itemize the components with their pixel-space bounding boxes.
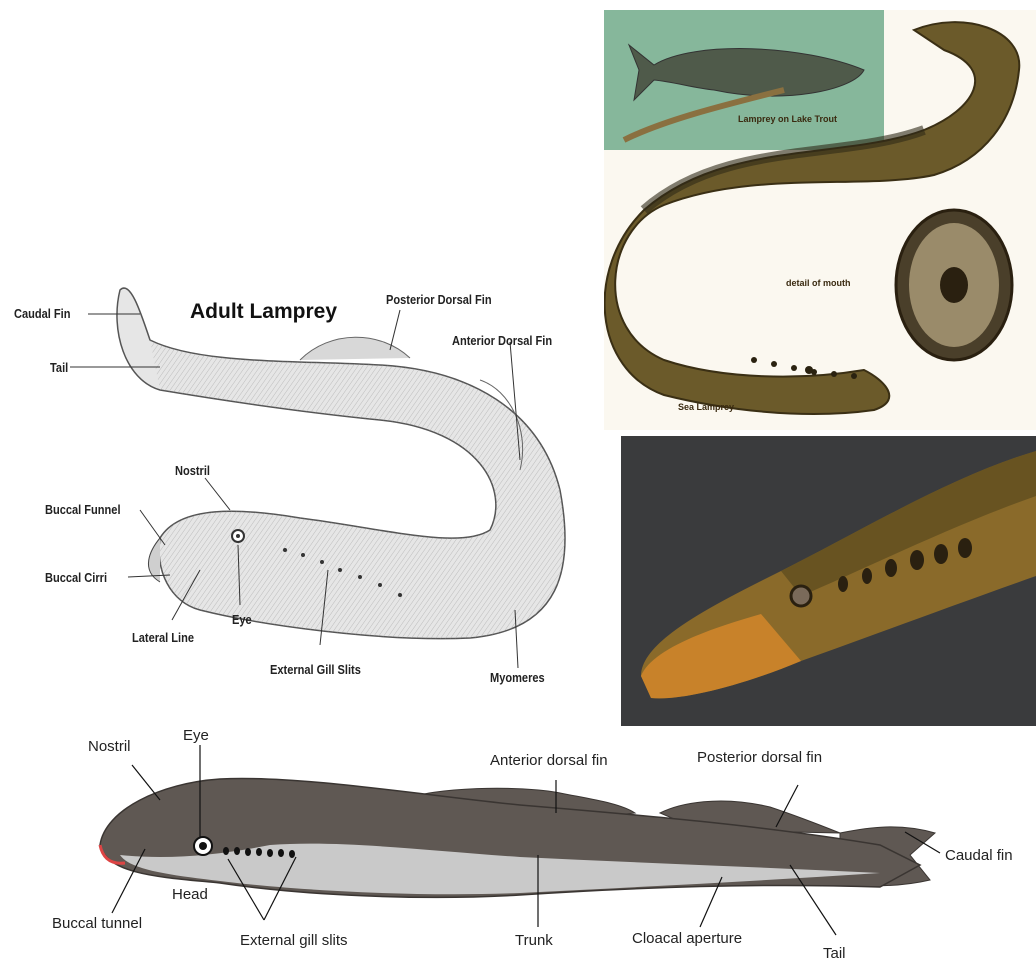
schematic-label-eye: Eye (183, 727, 209, 744)
sketch-label-eye: Eye (232, 612, 252, 627)
sketch-title: Adult Lamprey (190, 300, 337, 324)
sketch-label-myomeres: Myomeres (490, 670, 545, 685)
schematic-lamprey-drawing (0, 705, 1036, 965)
sketch-label-nostril: Nostril (175, 463, 210, 478)
sketch-label-anterior-dorsal-fin: Anterior Dorsal Fin (452, 333, 552, 348)
schematic-label-posterior-dorsal-fin: Posterior dorsal fin (697, 749, 822, 766)
schematic-label-nostril: Nostril (88, 738, 131, 755)
schematic-label-tail: Tail (823, 945, 846, 962)
sketch-label-caudal-fin: Caudal Fin (14, 306, 70, 321)
photo-lamprey-drawing (621, 436, 1036, 726)
sea-lamprey-drawing (604, 10, 1036, 430)
schematic-label-anterior-dorsal-fin: Anterior dorsal fin (490, 752, 608, 769)
schematic-label-external-gill-slits: External gill slits (240, 932, 348, 949)
sketch-label-tail: Tail (50, 360, 68, 375)
sketch-label-buccal-funnel: Buccal Funnel (45, 502, 121, 517)
schematic-label-buccal-tunnel: Buccal tunnel (52, 915, 142, 932)
painting-panel: Lamprey on Lake Trout detail of mouth Se… (604, 10, 1036, 430)
mouth-caption: detail of mouth (786, 278, 851, 288)
schematic-label-cloacal-aperture: Cloacal aperture (632, 930, 742, 947)
photo-panel (621, 436, 1036, 726)
schematic-label-head: Head (172, 886, 208, 903)
sketch-label-buccal-cirri: Buccal Cirri (45, 570, 107, 585)
schematic-label-trunk: Trunk (515, 932, 553, 949)
sketch-label-external-gill-slits: External Gill Slits (270, 662, 361, 677)
sea-lamprey-caption: Sea Lamprey (678, 402, 734, 412)
sketch-label-posterior-dorsal-fin: Posterior Dorsal Fin (386, 292, 492, 307)
sketch-label-lateral-line: Lateral Line (132, 630, 194, 645)
schematic-label-caudal-fin: Caudal fin (945, 847, 1013, 864)
